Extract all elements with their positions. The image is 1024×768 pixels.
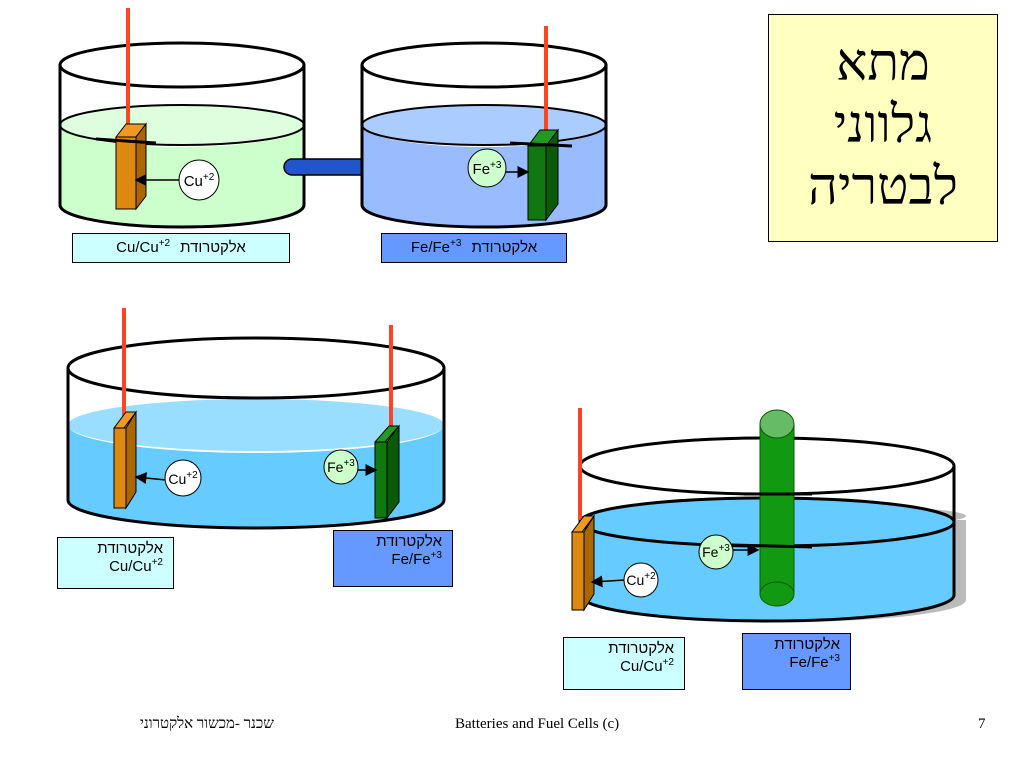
label-hebrew: אלקטרודת xyxy=(376,533,442,550)
copper-electrode-bottom xyxy=(571,531,585,611)
ion-iron-top xyxy=(467,148,507,188)
label-hebrew: אלקטרודת xyxy=(180,239,246,256)
label-formula: Cu/Cu xyxy=(109,558,152,575)
beaker-copper: Cu+2 xyxy=(58,8,306,229)
label-charge: +3 xyxy=(450,238,462,249)
title-line-2: גלווני xyxy=(833,97,933,154)
iron-electrode-top xyxy=(527,145,547,221)
label-hebrew: אלקטרודת xyxy=(97,540,163,557)
ion-copper-middle xyxy=(164,459,202,497)
ion-iron-bottom xyxy=(698,534,734,570)
label-formula: Cu/Cu xyxy=(116,239,159,256)
svg-text:Fe+3: Fe+3 xyxy=(327,458,355,475)
ion-copper-bottom xyxy=(623,562,659,598)
label-hebrew: אלקטרודת xyxy=(774,636,840,653)
label-iron-electrode-middle: אלקטרודת Fe/Fe+3 xyxy=(333,530,453,587)
iron-rod xyxy=(759,423,795,595)
beaker-battery: Cu+2 Fe+3 xyxy=(571,408,966,623)
label-hebrew: אלקטרודת xyxy=(471,239,538,256)
ion-copper-top xyxy=(178,159,220,201)
copper-electrode-middle xyxy=(113,427,127,509)
svg-text:Cu+2: Cu+2 xyxy=(184,172,215,190)
label-charge: +3 xyxy=(828,653,840,664)
label-formula: Fe/Fe xyxy=(410,239,451,256)
beaker-iron: Fe+3 xyxy=(360,26,608,229)
label-iron-electrode-bottom: אלקטרודת Fe/Fe+3 xyxy=(742,633,851,690)
label-copper-electrode-bottom: אלקטרודת Cu/Cu+2 xyxy=(563,637,685,690)
ion-iron-middle xyxy=(323,449,359,485)
title-line-3: לבטריה xyxy=(808,159,958,216)
label-copper-electrode-middle: אלקטרודת Cu/Cu+2 xyxy=(57,537,174,589)
svg-text:Fe+3: Fe+3 xyxy=(702,543,730,560)
svg-text:Fe+3: Fe+3 xyxy=(473,160,502,178)
label-formula: Fe/Fe xyxy=(789,654,829,671)
label-charge: +2 xyxy=(151,557,163,568)
beaker-shared: Cu+2 Fe+3 xyxy=(66,308,446,530)
label-copper-electrode-top: Cu/Cu+2 אלקטרודת xyxy=(72,233,290,263)
label-charge: +2 xyxy=(158,238,171,249)
label-hebrew: אלקטרודת xyxy=(608,640,674,657)
label-charge: +2 xyxy=(662,657,674,668)
copper-electrode-top xyxy=(115,136,137,210)
footer-author: שכנר -מכשור אלקטרוני xyxy=(140,716,274,732)
footer-page-number: 7 xyxy=(978,716,986,732)
label-formula: Cu/Cu xyxy=(620,658,663,675)
title-line-1: מתא xyxy=(836,35,930,92)
iron-electrode-middle xyxy=(374,441,388,519)
label-charge: +3 xyxy=(430,550,442,561)
slide-title: מתא גלווני לבטריה xyxy=(768,14,998,242)
svg-text:Cu+2: Cu+2 xyxy=(626,571,656,588)
label-formula: Fe/Fe xyxy=(391,551,431,568)
label-iron-electrode-top: Fe/Fe+3 אלקטרודת xyxy=(381,233,567,263)
svg-text:Cu+2: Cu+2 xyxy=(168,470,198,487)
footer-course: Batteries and Fuel Cells (c) xyxy=(455,716,620,732)
